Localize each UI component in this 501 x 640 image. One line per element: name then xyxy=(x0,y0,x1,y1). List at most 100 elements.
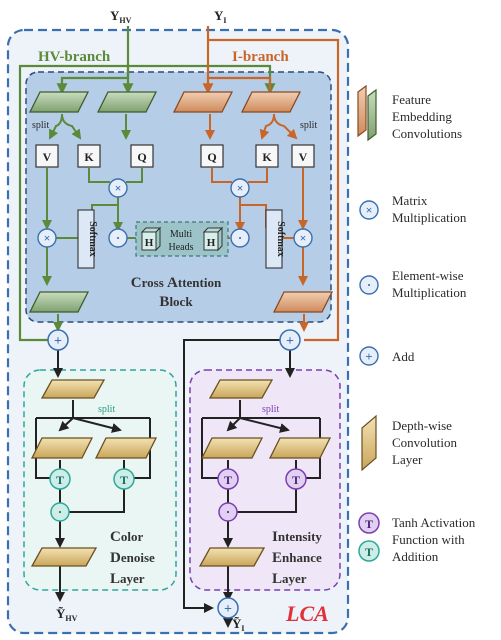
svg-text:·: · xyxy=(58,504,62,519)
svg-text:V: V xyxy=(299,150,308,164)
svg-text:×: × xyxy=(237,181,244,195)
qkv-boxes: V K Q Q K V xyxy=(35,144,315,168)
head-box-2: H xyxy=(202,226,224,252)
input-i-label: YI xyxy=(214,8,227,25)
fec-hv-2 xyxy=(96,91,158,113)
svg-text:H: H xyxy=(145,237,154,249)
lca-label: LCA xyxy=(285,601,329,626)
iel-title-1: Intensity xyxy=(272,529,322,545)
svg-text:·: · xyxy=(116,230,120,245)
cdl-wiring xyxy=(35,400,151,602)
head-box-1: H xyxy=(140,226,162,252)
input-hv-label: YHV xyxy=(110,8,132,25)
i-split-arrows xyxy=(205,113,298,140)
cdl-dwconv-in xyxy=(40,379,106,399)
fec-i-1 xyxy=(172,91,234,113)
i-v-box: V xyxy=(291,144,315,168)
cab-title-line2: Block xyxy=(159,294,193,310)
svg-text:T: T xyxy=(365,545,373,559)
cdl-split-label: split xyxy=(98,404,115,415)
output-hv-label: ỸHV xyxy=(56,606,78,623)
svg-text:+: + xyxy=(224,602,232,617)
legend: Feature Embedding Convolutions × Matrix … xyxy=(357,84,476,564)
svg-text:K: K xyxy=(84,150,94,164)
cdl-tanh-b: T xyxy=(113,468,135,490)
legend-fec-3: Convolutions xyxy=(392,126,462,141)
i-softmax-box: Softmax xyxy=(265,209,286,269)
hv-matmul-2: × xyxy=(37,228,57,248)
svg-text:×: × xyxy=(44,231,51,245)
iel-dwconv-in xyxy=(208,379,274,399)
i-elementwise: · xyxy=(230,228,250,248)
cdl-title-2: Denoise xyxy=(110,550,155,566)
i-k-box: K xyxy=(255,144,279,168)
i-split-label: split xyxy=(300,120,317,131)
cab-out-hv xyxy=(28,291,90,313)
cross-attention-block xyxy=(25,71,332,323)
svg-text:Q: Q xyxy=(137,150,146,164)
svg-text:T: T xyxy=(120,473,128,487)
legend-dw-2: Convolution xyxy=(392,435,458,450)
fec-hv-1 xyxy=(28,91,90,113)
legend-tanh-1: Tanh Activation xyxy=(392,515,476,530)
i-q-box: Q xyxy=(200,144,224,168)
svg-text:·: · xyxy=(367,277,371,292)
iel-title-3: Layer xyxy=(272,571,307,587)
legend-add-icon: + xyxy=(359,346,379,366)
svg-text:×: × xyxy=(300,231,307,245)
iel-split-label: split xyxy=(262,404,279,415)
svg-text:×: × xyxy=(366,203,373,217)
hv-split-arrows xyxy=(49,113,131,140)
hv-softmax-box: Softmax xyxy=(77,209,98,269)
iel-add-node: + xyxy=(217,597,239,619)
legend-fec-2: Embedding xyxy=(392,109,452,124)
legend-em-1: Element-wise xyxy=(392,268,464,283)
legend-tanh-purple-icon: T xyxy=(358,512,380,534)
i-add-node: + xyxy=(279,329,301,351)
svg-text:·: · xyxy=(238,230,242,245)
legend-tanh-2: Function with xyxy=(392,532,465,547)
svg-text:·: · xyxy=(226,504,230,519)
multi-heads-label-2: Heads xyxy=(169,242,194,253)
hv-add-wiring xyxy=(53,314,309,613)
cdl-title-3: Layer xyxy=(110,571,145,587)
cdl-dwconv-a xyxy=(30,437,94,459)
svg-text:V: V xyxy=(43,150,52,164)
hv-branch-label: HV-branch xyxy=(38,49,111,65)
legend-em-2: Multiplication xyxy=(392,285,467,300)
hv-add-node: + xyxy=(47,329,69,351)
cdl-elementwise: · xyxy=(50,502,70,522)
legend-fec-icon xyxy=(357,84,377,142)
legend-matmul-icon: × xyxy=(359,200,379,220)
svg-text:Softmax: Softmax xyxy=(87,221,98,257)
hv-matmul-1: × xyxy=(108,178,128,198)
legend-mm-2: Multiplication xyxy=(392,210,467,225)
hv-q-box: Q xyxy=(130,144,154,168)
svg-text:T: T xyxy=(292,473,300,487)
svg-text:T: T xyxy=(224,473,232,487)
cdl-dwconv-out xyxy=(30,547,98,567)
legend-add: Add xyxy=(392,349,415,364)
fec-i-2 xyxy=(240,91,302,113)
legend-tanh-teal-icon: T xyxy=(358,540,380,562)
cab-out-i xyxy=(272,291,334,313)
iel-title-2: Enhance xyxy=(272,550,322,566)
legend-dwconv-icon xyxy=(361,414,377,472)
legend-mm-1: Matrix xyxy=(392,193,428,208)
legend-tanh-3: Addition xyxy=(392,549,439,564)
cdl-tanh-a: T xyxy=(49,468,71,490)
legend-dw-1: Depth-wise xyxy=(392,418,452,433)
svg-text:Softmax: Softmax xyxy=(275,221,286,257)
i-branch-label: I-branch xyxy=(232,49,289,65)
hv-attention-wiring xyxy=(42,168,143,286)
cdl-dwconv-b xyxy=(94,437,158,459)
iel-dwconv-a xyxy=(200,437,264,459)
hv-k-box: K xyxy=(77,144,101,168)
multi-heads-label-1: Multi xyxy=(170,229,192,240)
iel-dwconv-b xyxy=(268,437,332,459)
i-matmul-1: × xyxy=(230,178,250,198)
legend-dw-3: Layer xyxy=(392,452,423,467)
svg-text:Q: Q xyxy=(207,150,216,164)
svg-text:+: + xyxy=(54,334,62,349)
